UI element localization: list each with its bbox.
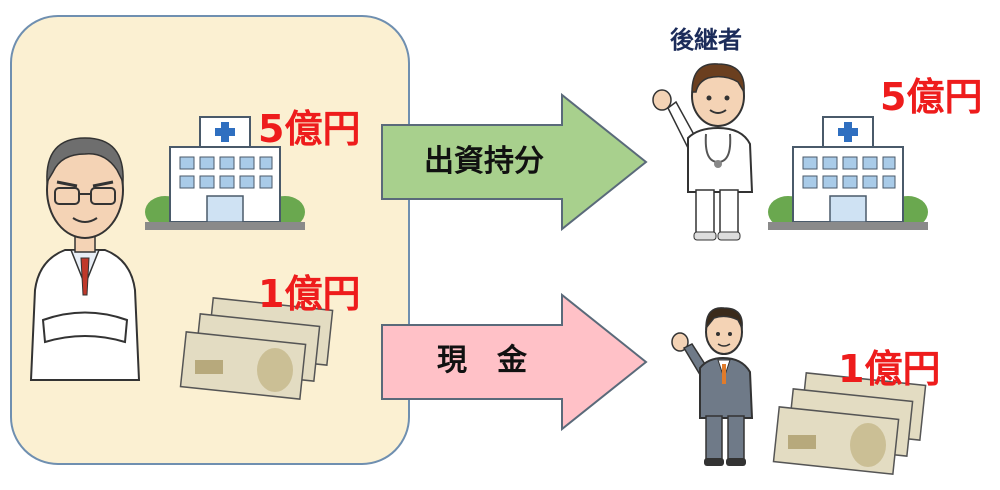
cash-transfer-arrow (381, 292, 648, 432)
owner-cash-value: 1億円 (258, 272, 361, 316)
successor-hospital-value: 5億円 (880, 75, 983, 119)
hospital-icon (145, 116, 305, 230)
doctor-owner-illustration (29, 137, 141, 381)
successor-banknotes-icon (772, 372, 927, 475)
cash-transfer-label: 現 金 (437, 343, 527, 378)
successor-doctor-illustration (652, 63, 754, 241)
businessman-illustration (671, 307, 754, 466)
successor-label: 後継者 (670, 26, 742, 54)
owner-hospital-value: 5億円 (258, 107, 361, 151)
successor-cash-value: 1億円 (838, 347, 941, 391)
banknotes-icon (179, 297, 334, 400)
successor-hospital-icon (768, 116, 928, 230)
equity-transfer-arrow (381, 92, 648, 232)
equity-transfer-label: 出資持分 (424, 144, 544, 179)
